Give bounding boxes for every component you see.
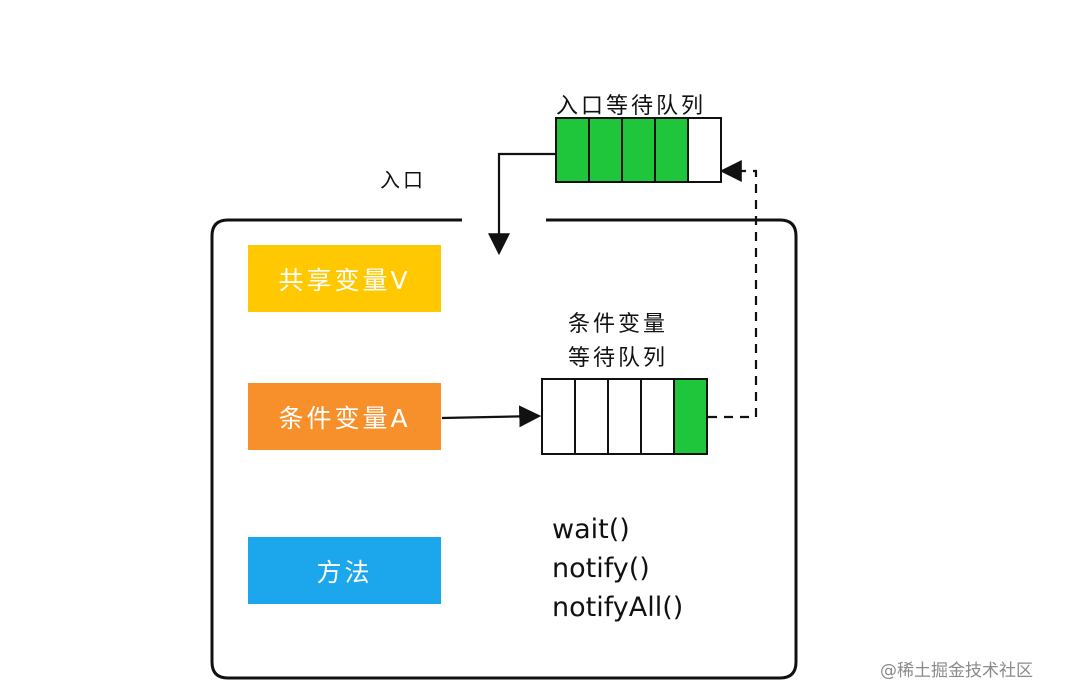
entry-queue-label: 入口等待队列 xyxy=(556,94,707,119)
methods-box: 方法 xyxy=(248,537,441,604)
condition-queue-slot-3-empty xyxy=(607,378,642,455)
condition-variable-label: 条件变量A xyxy=(278,403,411,433)
entry-arrow xyxy=(488,152,556,256)
condition-queue-slot-1-empty xyxy=(541,378,576,455)
condition-waiting-queue xyxy=(541,378,708,455)
entry-queue-slot-4-filled xyxy=(654,117,689,183)
condition-queue-label-line1: 条件变量 xyxy=(568,312,669,337)
methods-label: 方法 xyxy=(316,557,373,587)
shared-variable-label: 共享变量V xyxy=(278,265,411,295)
shared-variable-box: 共享变量V xyxy=(248,245,441,312)
entry-queue-slot-2-filled xyxy=(588,117,623,183)
condition-to-queue-arrow xyxy=(441,405,542,428)
entry-queue-slot-3-filled xyxy=(621,117,656,183)
condition-queue-slot-2-empty xyxy=(574,378,609,455)
watermark: @稀土掘金技术社区 xyxy=(880,661,1033,681)
entry-queue-slot-1-filled xyxy=(555,117,590,183)
method-notify: notify() xyxy=(552,553,650,584)
method-wait: wait() xyxy=(552,514,630,545)
entry-queue-slot-5-empty xyxy=(687,117,722,183)
monitor-boundary xyxy=(210,218,798,680)
notify-dashed-arrow xyxy=(708,160,758,419)
condition-variable-box: 条件变量A xyxy=(248,383,441,450)
condition-queue-slot-4-empty xyxy=(640,378,675,455)
condition-queue-label-line2: 等待队列 xyxy=(568,346,669,371)
entry-label: 入口 xyxy=(380,168,426,192)
entry-waiting-queue xyxy=(555,117,722,183)
method-notify-all: notifyAll() xyxy=(552,592,684,623)
condition-queue-slot-5-filled xyxy=(673,378,708,455)
